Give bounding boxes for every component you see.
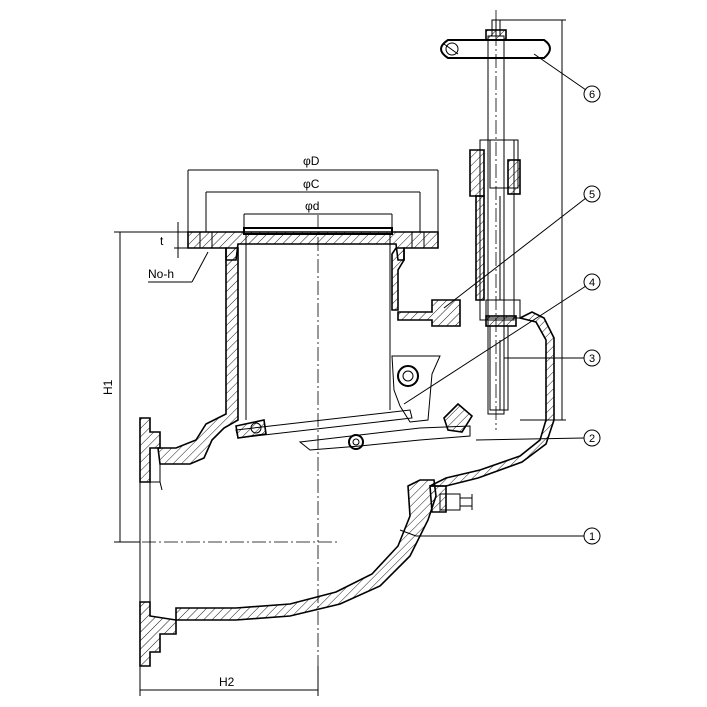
bonnet: [397, 299, 461, 327]
dim-height: H1: [101, 231, 188, 543]
callout-5: 5: [443, 185, 601, 309]
hinge-arm: [391, 355, 441, 423]
callout-1-label: 1: [589, 531, 595, 543]
callout-4-label: 4: [589, 277, 595, 289]
stem-assembly: [440, 19, 551, 415]
callout-4: 4: [403, 273, 601, 405]
callout-3-label: 3: [589, 353, 595, 365]
label-bolt-circle: φC: [303, 177, 320, 191]
label-outer-diameter: φD: [303, 154, 320, 168]
dim-bolt-holes: No-h: [148, 251, 209, 283]
side-flange-bolt: [429, 485, 473, 513]
dim-bolt-circle: φC: [205, 177, 421, 232]
label-bolt-holes: No-h: [148, 267, 174, 281]
body-right-wall: [391, 247, 405, 311]
valve-disc: [235, 402, 474, 451]
dim-overall-height: [500, 19, 566, 421]
dim-thickness: t: [160, 222, 188, 258]
label-width: H2: [219, 675, 235, 689]
elbow-outer-wall: [429, 311, 555, 487]
callout-1: 1: [399, 527, 601, 545]
dim-outer-diameter: φD: [187, 154, 439, 232]
callout-5-label: 5: [589, 189, 595, 201]
bottom-flange: [139, 417, 177, 667]
label-height: H1: [101, 379, 115, 395]
callout-3: 3: [504, 349, 601, 367]
center-lines: [120, 10, 497, 690]
dim-inner-diameter: φd: [243, 199, 393, 228]
label-thickness: t: [160, 234, 164, 248]
callout-2: 2: [475, 429, 601, 447]
callout-6: 6: [533, 53, 601, 103]
dim-width: H2: [139, 666, 319, 696]
callout-6-label: 6: [589, 89, 595, 101]
callout-2-label: 2: [589, 433, 595, 445]
elbow-inner-wall: [175, 479, 437, 621]
body-left-wall: [157, 247, 239, 465]
label-inner-diameter: φd: [305, 199, 319, 213]
